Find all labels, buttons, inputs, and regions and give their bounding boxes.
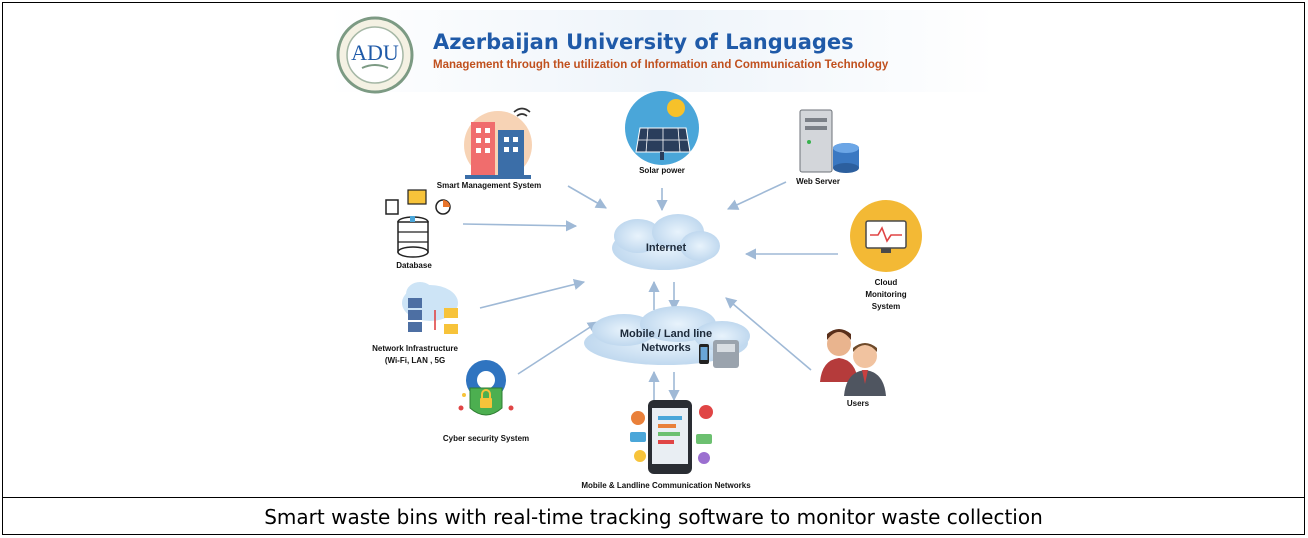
web-server-icon — [799, 109, 859, 173]
solar-power-label: Solar power — [639, 166, 685, 175]
adu-logo: ADU — [336, 16, 414, 94]
web-server-label: Web Server — [796, 177, 840, 186]
sun-icon — [667, 99, 685, 117]
mobile-landline-label-2: Networks — [641, 342, 691, 354]
diagram: ADU Azerbaijan University of Languages M… — [328, 10, 997, 497]
smart-management-icon — [464, 107, 532, 179]
header-subtitle: Management through the utilization of In… — [433, 59, 889, 71]
logo-text: ADU — [351, 40, 399, 65]
mobile-landline-comm-label: Mobile & Landline Communication Networks — [581, 481, 751, 490]
cloud-monitoring-label-1: Cloud — [875, 278, 898, 287]
cloud-monitoring-label-3: System — [872, 302, 900, 311]
smart-management-label: Smart Management System — [437, 181, 541, 190]
database-icon — [385, 189, 451, 258]
mobile-landline-label-1: Mobile / Land line — [620, 328, 712, 340]
network-infra-label-1: Network Infrastructure — [372, 344, 458, 353]
cyber-security-icon — [458, 360, 514, 416]
users-icon — [820, 329, 886, 396]
mobile-landline-cloud: Mobile / Land line Networks — [584, 306, 750, 368]
header-band — [328, 10, 997, 92]
network-infra-label-2: (Wi-Fi, LAN , 5G — [385, 356, 445, 365]
connection-arrows — [462, 181, 838, 402]
document-icon — [385, 199, 399, 215]
lock-icon — [480, 398, 492, 408]
solar-panel-icon — [625, 91, 699, 165]
folder-icon — [407, 189, 427, 205]
figure-caption: Smart waste bins with real-time tracking… — [264, 505, 1043, 529]
users-label: Users — [847, 399, 870, 408]
network-infrastructure-icon — [402, 282, 458, 334]
cyber-security-label: Cyber security System — [443, 434, 529, 443]
internet-label: Internet — [646, 242, 687, 254]
arrow-web-server — [726, 181, 787, 210]
arrow-smart-mgmt — [567, 185, 607, 209]
cloud-monitoring-label-2: Monitoring — [865, 290, 906, 299]
mobile-communication-icon — [630, 400, 713, 474]
cloud-monitoring-icon — [850, 200, 922, 272]
internet-cloud: Internet — [612, 214, 720, 270]
database-label: Database — [396, 261, 432, 270]
arrow-network-infra — [479, 279, 586, 309]
university-title: Azerbaijan University of Languages — [433, 30, 854, 54]
arrow-database — [462, 220, 578, 232]
arrow-users — [725, 297, 812, 371]
caption-divider — [2, 497, 1305, 498]
wifi-icon — [513, 107, 531, 117]
arrow-cyber — [517, 321, 599, 375]
